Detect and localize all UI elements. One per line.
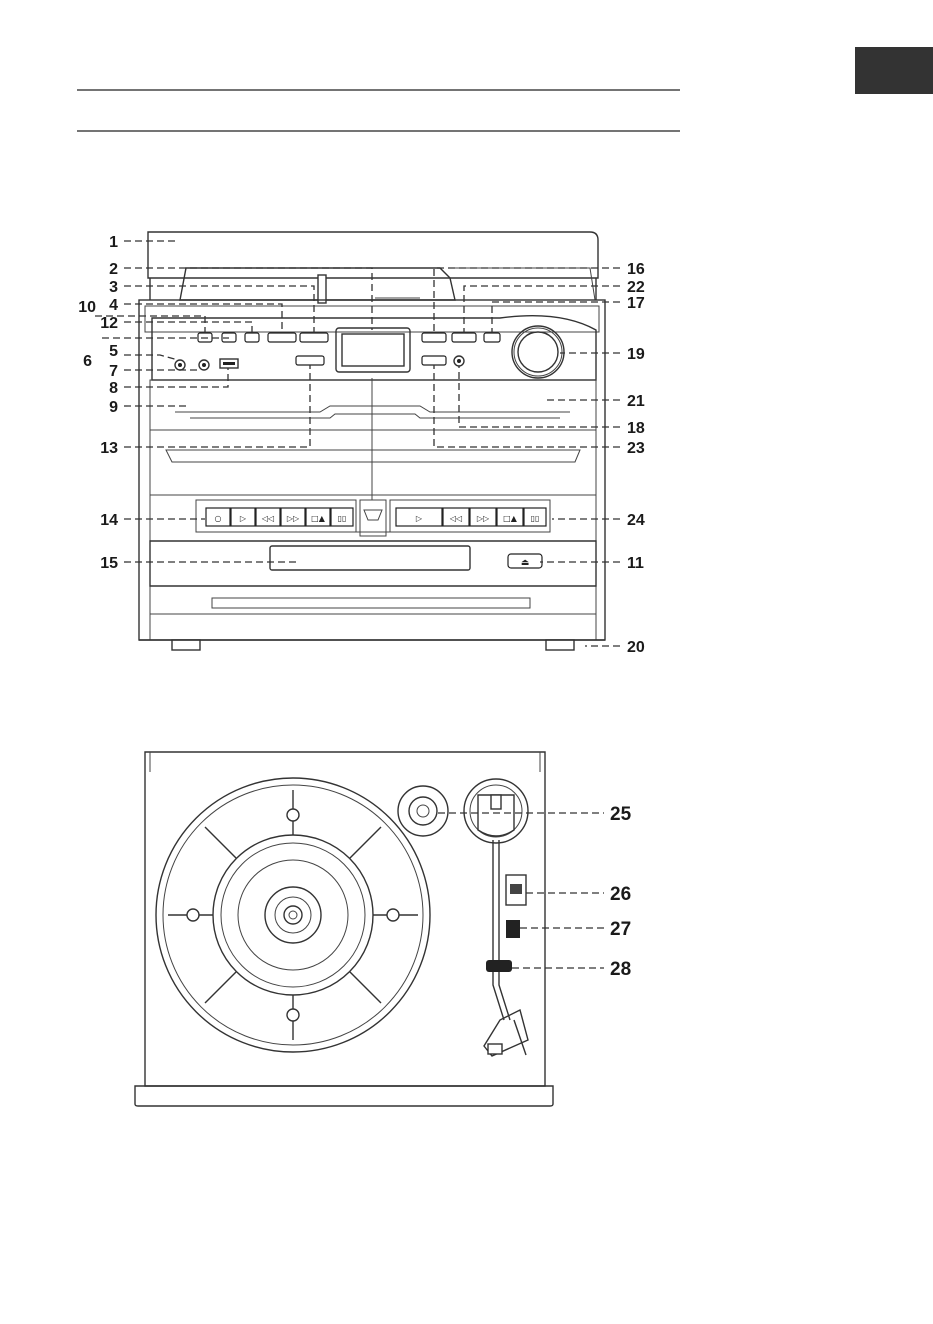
fast-forward-icon: ▷▷	[287, 514, 300, 523]
dust-cover-lid	[148, 232, 598, 278]
stop-eject-icon: □▲	[503, 514, 518, 523]
top-callouts: 25 26 27 28	[610, 804, 632, 980]
button-3[interactable]	[300, 333, 328, 342]
callout-25: 25	[610, 804, 632, 825]
spindle	[284, 906, 302, 924]
button-4[interactable]	[268, 333, 296, 342]
callout-19: 19	[627, 346, 645, 363]
record-icon: ○	[215, 514, 222, 523]
stop-eject-icon: □▲	[311, 514, 326, 523]
callout-21: 21	[627, 393, 645, 410]
cartridge	[488, 1044, 502, 1054]
front-leaders	[95, 241, 620, 646]
button-23[interactable]	[422, 356, 446, 365]
callout-24: 24	[627, 512, 645, 529]
eject-icon: ⏏	[521, 558, 530, 568]
callout-14: 14	[100, 512, 118, 529]
callout-17: 17	[627, 295, 645, 312]
callout-22: 22	[627, 279, 645, 296]
button-12[interactable]	[245, 333, 259, 342]
callout-13: 13	[100, 440, 118, 457]
button-22[interactable]	[452, 333, 476, 342]
single-adapter	[398, 786, 448, 836]
center-emblem	[364, 510, 382, 520]
callout-12: 12	[100, 315, 118, 332]
pause-icon: ▯▯	[338, 514, 347, 523]
front-callouts: 1 2 3 4 10 12 6 5 7 8 9 13 14 15 16 22 1…	[78, 234, 645, 656]
callout-3: 3	[109, 279, 118, 296]
record-label-area	[265, 887, 321, 943]
cassette-door[interactable]	[270, 546, 470, 570]
callout-15: 15	[100, 555, 118, 572]
callout-4: 4	[109, 297, 118, 314]
foot-left	[172, 640, 200, 650]
callout-7: 7	[109, 363, 118, 380]
callout-6: 6	[83, 353, 92, 370]
bottom-grille	[212, 598, 530, 608]
rewind-icon: ◁◁	[449, 514, 462, 523]
callout-27: 27	[610, 919, 631, 940]
cd-slot	[190, 414, 560, 418]
callout-16: 16	[627, 261, 645, 278]
callout-5: 5	[109, 343, 118, 360]
button-13[interactable]	[296, 356, 324, 365]
platter-mat	[213, 835, 373, 995]
language-tab	[855, 47, 933, 94]
callout-2: 2	[109, 261, 118, 278]
callout-26: 26	[610, 884, 631, 905]
tonearm-base	[464, 779, 528, 843]
cassette-keys-right: ▷ ◁◁ ▷▷ □▲ ▯▯	[396, 508, 546, 526]
play-icon: ▷	[240, 514, 247, 523]
foot-right	[546, 640, 574, 650]
button-17[interactable]	[484, 333, 500, 342]
lcd-display	[342, 334, 404, 366]
top-view	[135, 752, 553, 1106]
callout-9: 9	[109, 399, 118, 416]
callout-18: 18	[627, 420, 645, 437]
front-edge	[135, 1086, 553, 1106]
callout-8: 8	[109, 380, 118, 397]
callout-11: 11	[627, 555, 644, 572]
callout-1: 1	[109, 234, 118, 251]
callout-10: 10	[78, 299, 96, 316]
pause-icon: ▯▯	[531, 514, 540, 523]
play-icon: ▷	[416, 514, 423, 523]
tonearm-lift	[318, 275, 326, 303]
tonearm-clip	[486, 960, 512, 972]
button-16[interactable]	[422, 333, 446, 342]
cue-lever[interactable]	[506, 920, 520, 938]
rewind-icon: ◁◁	[261, 514, 274, 523]
callout-23: 23	[627, 440, 645, 457]
callout-20: 20	[627, 639, 645, 656]
cassette-keys-left: ○ ▷ ◁◁ ▷▷ □▲ ▯▯	[206, 508, 353, 526]
top-view-frame	[145, 752, 545, 1086]
volume-knob[interactable]	[518, 332, 558, 372]
fast-forward-icon: ▷▷	[477, 514, 490, 523]
front-view: ○ ▷ ◁◁ ▷▷ □▲ ▯▯ ▷ ◁◁ ▷▷ □▲ ▯▯ ⏏	[139, 232, 605, 650]
callout-28: 28	[610, 959, 631, 980]
